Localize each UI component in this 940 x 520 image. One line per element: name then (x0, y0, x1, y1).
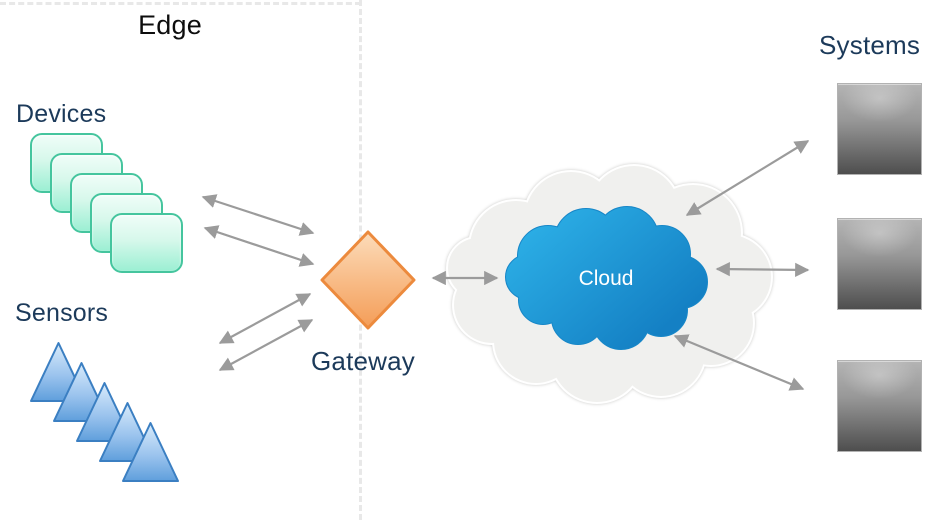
system-shape (837, 360, 922, 452)
cloud-system3-arrow (673, 334, 805, 391)
edge-zone-title: Edge (138, 10, 202, 40)
sensors-stack (30, 342, 179, 482)
systems-label: Systems (819, 30, 921, 60)
gateway-shape (320, 230, 416, 330)
devices-gateway-arrow-1 (201, 194, 315, 236)
system-shape (837, 218, 922, 310)
cloud-inner-shape (505, 206, 708, 350)
sensor-shape (122, 422, 179, 482)
devices-label: Devices (16, 100, 107, 128)
sensors-gateway-arrow-2 (218, 319, 314, 371)
cloud-label: Cloud (578, 267, 634, 290)
gateway-label: Gateway (310, 346, 415, 376)
sensors-gateway-arrow-1 (218, 293, 312, 344)
devices-gateway-arrow-2 (203, 225, 315, 267)
cloud-system2-arrow (715, 261, 810, 278)
cloud-system1-arrow (685, 140, 810, 216)
system-shape (837, 83, 922, 175)
device-shape (110, 213, 183, 273)
connections-layer (201, 140, 810, 391)
edge-zone-border-top (0, 2, 361, 5)
sensors-label: Sensors (15, 299, 109, 327)
